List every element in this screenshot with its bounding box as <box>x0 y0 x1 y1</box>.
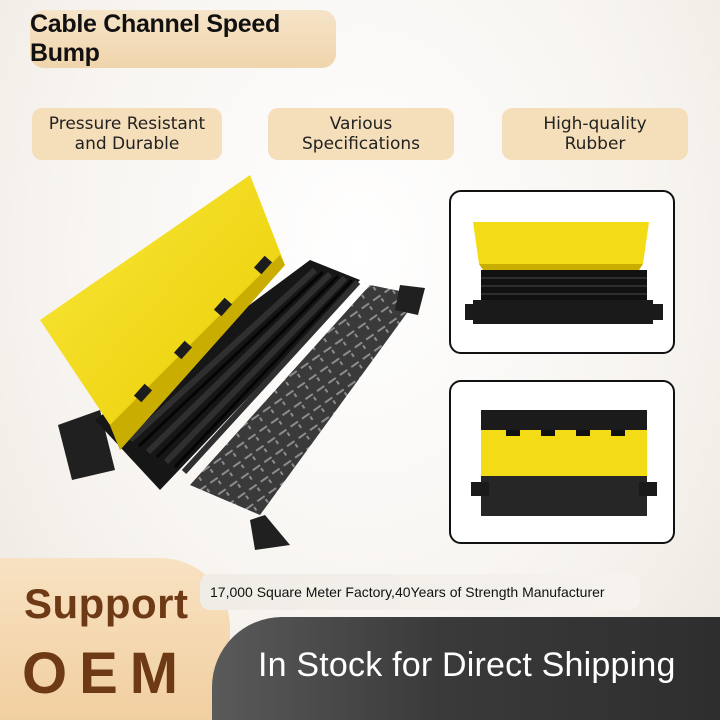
stock-banner <box>212 617 720 720</box>
feature-line: Specifications <box>301 134 420 154</box>
page-title: Cable Channel Speed Bump <box>30 10 336 68</box>
product-thumbnail-top <box>449 380 675 544</box>
oem-label: OEM <box>22 641 191 706</box>
feature-line: Various <box>329 114 393 134</box>
feature-line: Rubber <box>564 134 626 154</box>
factory-info: 17,000 Square Meter Factory,40Years of S… <box>200 574 640 610</box>
product-thumbnail-front <box>449 190 675 354</box>
main-product-image <box>40 175 425 550</box>
feature-badge-specifications: Various Specifications <box>268 108 454 160</box>
support-oem-panel <box>0 558 230 720</box>
feature-line: and Durable <box>74 134 180 154</box>
feature-badge-rubber: High-quality Rubber <box>502 108 688 160</box>
feature-line: Pressure Resistant <box>48 114 206 134</box>
stock-label: In Stock for Direct Shipping <box>258 646 676 684</box>
feature-line: High-quality <box>543 114 647 134</box>
feature-badge-pressure: Pressure Resistant and Durable <box>32 108 222 160</box>
support-label: Support <box>24 580 189 627</box>
